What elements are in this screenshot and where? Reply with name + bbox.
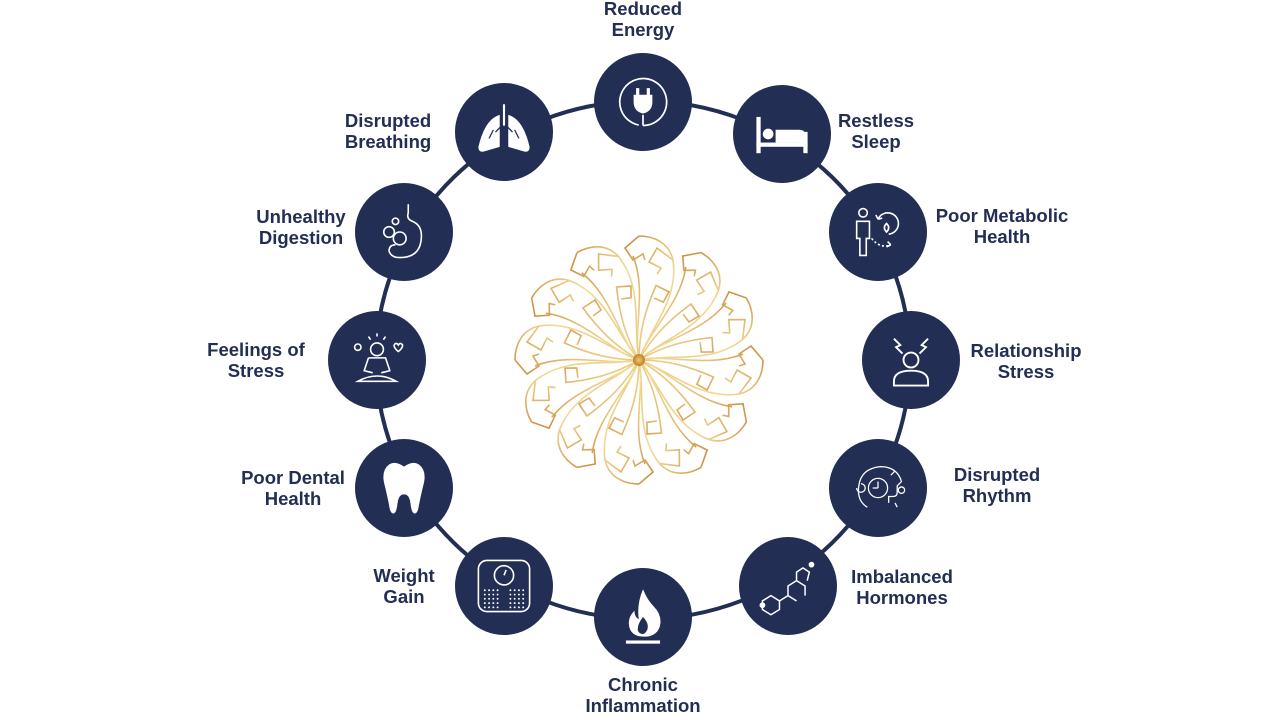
node-poor-metabolic-health (829, 183, 927, 281)
node-chronic-inflammation (594, 568, 692, 666)
mandala-petal (530, 278, 640, 361)
node-reduced-energy (594, 53, 692, 151)
mandala-petal (557, 359, 640, 469)
mandala-petal (524, 328, 640, 430)
scale-icon (477, 559, 531, 613)
mandala-petal (623, 235, 701, 361)
mandala-petal (514, 298, 640, 376)
plug-icon (618, 77, 668, 127)
mandala-petal (607, 359, 709, 475)
bed-icon (756, 116, 808, 154)
node-imbalanced-hormones (739, 537, 837, 635)
node-restless-sleep (733, 85, 831, 183)
stressed-person-icon (892, 337, 930, 387)
lungs-icon (478, 104, 530, 152)
mandala-center (633, 354, 645, 366)
circadian-clock-icon (856, 466, 906, 508)
node-disrupted-rhythm (829, 439, 927, 537)
hormone-molecule-icon (759, 561, 815, 616)
node-relationship-stress (862, 311, 960, 409)
node-weight-gain (455, 537, 553, 635)
mandala-petal (638, 344, 764, 422)
node-feelings-of-stress (328, 311, 426, 409)
mandala-petal (577, 359, 655, 485)
metabolism-icon (855, 207, 900, 257)
node-poor-dental-health (355, 439, 453, 537)
meditation-icon (353, 333, 404, 383)
flame-icon (625, 589, 661, 644)
stomach-gears-icon (382, 204, 423, 259)
tooth-icon (383, 462, 425, 514)
mandala-petal (569, 245, 671, 361)
node-disrupted-breathing (455, 83, 553, 181)
mandala-petal (638, 290, 754, 392)
mandala-petal (638, 251, 721, 361)
mandala-petal (638, 359, 748, 442)
node-unhealthy-digestion (355, 183, 453, 281)
